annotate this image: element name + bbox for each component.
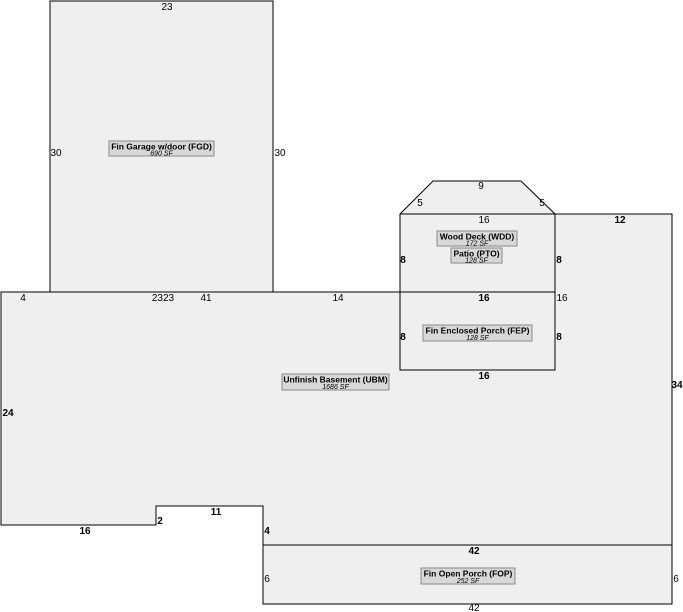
dim-notch-2: 2 [157,516,163,527]
dim-porch-right-outer: 16 [556,293,568,304]
dim-garage-top: 23 [161,2,173,13]
label-enclosed-porch: Fin Enclosed Porch (FEP) 128 SF [422,324,533,342]
label-deck-name: Wood Deck (WDD) [440,232,515,242]
label-deck-box [436,230,518,247]
label-porch-sf: 128 SF [466,335,489,342]
label-porch-name: Fin Enclosed Porch (FEP) [426,326,530,336]
dim-porch-top: 16 [478,293,490,304]
dim-deck-top: 9 [478,181,484,192]
dim-porch-right: 8 [556,332,562,343]
dim-garage-left: 30 [50,148,62,159]
dim-deck-left: 8 [400,255,406,266]
dim-right-top: 12 [614,215,626,226]
label-deck-sf: 172 SF [466,241,489,248]
label-deck: Wood Deck (WDD) 172 SF [436,230,518,248]
dim-deck-diag-left: 5 [417,198,423,209]
dim-notch-11: 11 [211,507,222,518]
label-garage-sf: 690 SF [150,151,173,158]
dim-fop-right: 6 [673,574,679,585]
label-open-porch-name: Fin Open Porch (FOP) [424,569,513,579]
label-basement: Unfinish Basement (UBM) 1686 SF [281,373,390,391]
dim-fop-bottom: 42 [468,603,480,612]
label-basement-box [281,373,390,391]
dim-base-top-41: 41 [200,293,212,304]
dim-base-left: 24 [2,408,14,419]
dim-garage-right: 30 [274,148,286,159]
dim-right-side: 34 [671,380,683,391]
label-patio-box [450,247,503,264]
label-patio: Patio (PTO) 128 SF [450,247,503,265]
label-basement-name: Unfinish Basement (UBM) [283,375,388,385]
label-garage: Fin Garage w/door (FGD) 690 SF [108,140,215,158]
dim-porch-bottom: 16 [478,371,490,382]
label-patio-name: Patio (PTO) [453,249,499,259]
dim-deck-right: 8 [556,255,562,266]
label-porch-box [422,324,533,342]
dim-fop-left: 6 [264,574,270,585]
dim-deck-width: 16 [478,215,490,226]
dim-deck-diag-right: 5 [539,198,545,209]
dim-garage-bottom: 2323 [152,293,175,304]
dim-base-top-left: 4 [20,293,26,304]
dim-fop-top: 42 [468,546,480,557]
dim-notch-4: 4 [264,526,270,537]
dim-porch-left: 8 [400,332,406,343]
dim-base-top-14: 14 [332,293,344,304]
label-open-porch: Fin Open Porch (FOP) 252 SF [420,567,516,585]
label-garage-name: Fin Garage w/door (FGD) [111,142,212,152]
label-garage-box [108,140,215,157]
label-open-porch-box [420,567,516,585]
dim-base-bottom-left: 16 [79,526,91,537]
label-patio-sf: 128 SF [465,258,488,265]
label-basement-sf: 1686 SF [322,384,349,391]
label-open-porch-sf: 252 SF [456,578,480,585]
